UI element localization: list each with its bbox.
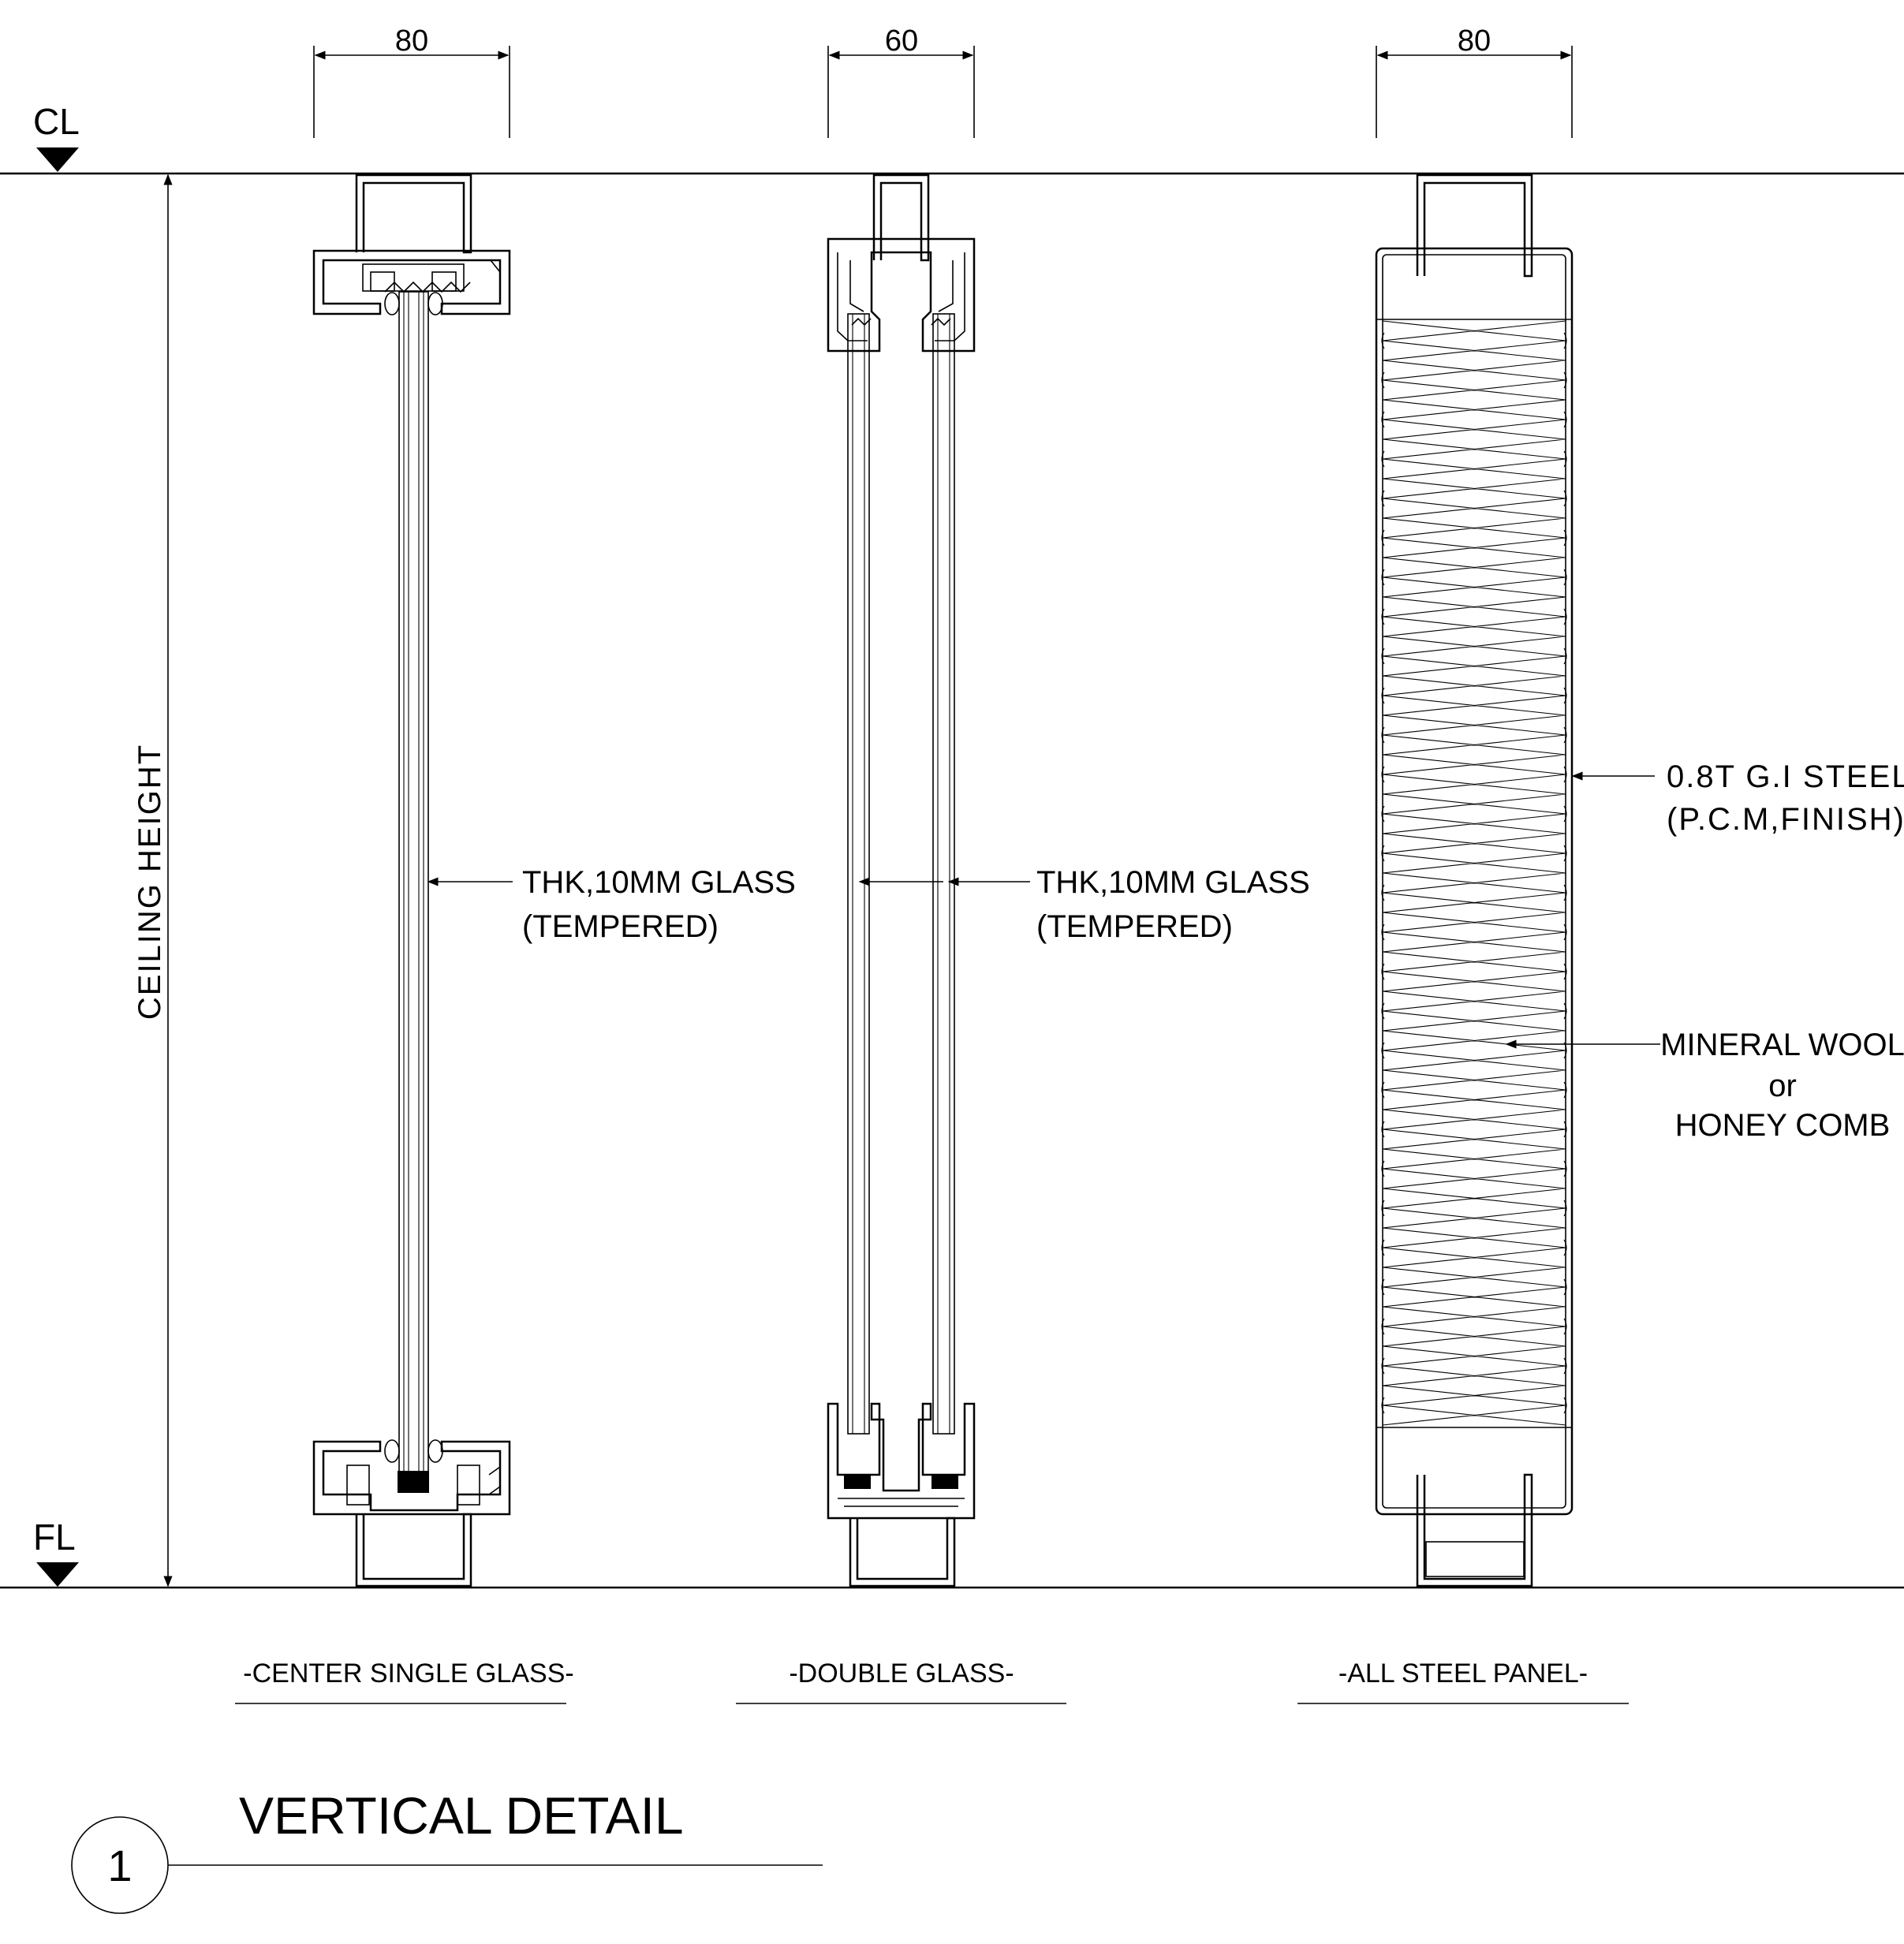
double-width-dimension: 60 bbox=[827, 24, 975, 138]
single-top-channel bbox=[355, 174, 472, 254]
single-bottom-channel bbox=[355, 1513, 472, 1588]
steel-bottom-channel bbox=[1416, 1473, 1533, 1588]
detail-title: VERTICAL DETAIL bbox=[239, 1786, 684, 1845]
steel-top-channel bbox=[1416, 174, 1533, 278]
double-top-frame bbox=[827, 237, 976, 353]
core-callout-line3: HONEY COMB bbox=[1675, 1108, 1891, 1143]
ceiling-level-marker bbox=[36, 147, 79, 172]
ceiling-level-label: CL bbox=[33, 101, 80, 142]
steel-width-dimension: 80 bbox=[1376, 24, 1573, 138]
double-width-value: 60 bbox=[885, 24, 918, 58]
single-glass-callout-line1: THK,10MM GLASS bbox=[522, 865, 796, 900]
double-glass-section bbox=[827, 174, 976, 1588]
steel-panel-section bbox=[1375, 174, 1574, 1588]
single-width-dimension: 80 bbox=[313, 24, 510, 138]
floor-level-marker bbox=[36, 1562, 79, 1587]
core-callout-line2: or bbox=[1768, 1069, 1797, 1103]
double-glass-pane-left bbox=[847, 313, 870, 1435]
single-glass-section bbox=[312, 174, 511, 1588]
double-bottom-channel bbox=[849, 1517, 956, 1588]
ceiling-height-label: CEILING HEIGHT bbox=[133, 744, 167, 1020]
single-glass-callout-line2: (TEMPERED) bbox=[522, 909, 719, 944]
single-width-value: 80 bbox=[395, 24, 428, 58]
steel-core-pattern bbox=[1381, 320, 1567, 1426]
steel-skin-callout: 0.8T G.I STEEL (P.C.M,FINISH) bbox=[1571, 759, 1904, 837]
double-glass-callout-line1: THK,10MM GLASS bbox=[1036, 865, 1310, 900]
double-glass-callout-line2: (TEMPERED) bbox=[1036, 909, 1233, 944]
single-glass-subtitle: -CENTER SINGLE GLASS- bbox=[243, 1659, 573, 1688]
floor-level-label: FL bbox=[33, 1517, 76, 1558]
steel-skin-callout-line1: 0.8T G.I STEEL bbox=[1667, 759, 1904, 794]
double-setting-block-right bbox=[931, 1475, 958, 1489]
double-glass-callout: THK,10MM GLASS (TEMPERED) bbox=[858, 865, 1310, 944]
single-glass-callout: THK,10MM GLASS (TEMPERED) bbox=[427, 865, 796, 944]
double-setting-block-left bbox=[844, 1475, 871, 1489]
double-glass-pane-right bbox=[932, 313, 955, 1435]
steel-panel-body bbox=[1375, 247, 1574, 1516]
steel-skin-callout-line2: (P.C.M,FINISH) bbox=[1667, 802, 1904, 837]
single-setting-block bbox=[398, 1471, 429, 1493]
core-callout: MINERAL WOOL or HONEY COMB bbox=[1505, 1028, 1904, 1143]
double-bottom-frame bbox=[827, 1402, 976, 1520]
steel-panel-subtitle: -ALL STEEL PANEL- bbox=[1338, 1659, 1588, 1688]
core-callout-line1: MINERAL WOOL bbox=[1660, 1028, 1904, 1062]
double-glass-subtitle: -DOUBLE GLASS- bbox=[789, 1659, 1014, 1688]
steel-width-value: 80 bbox=[1458, 24, 1491, 58]
detail-number: 1 bbox=[107, 1841, 132, 1890]
double-top-channel bbox=[872, 174, 930, 262]
